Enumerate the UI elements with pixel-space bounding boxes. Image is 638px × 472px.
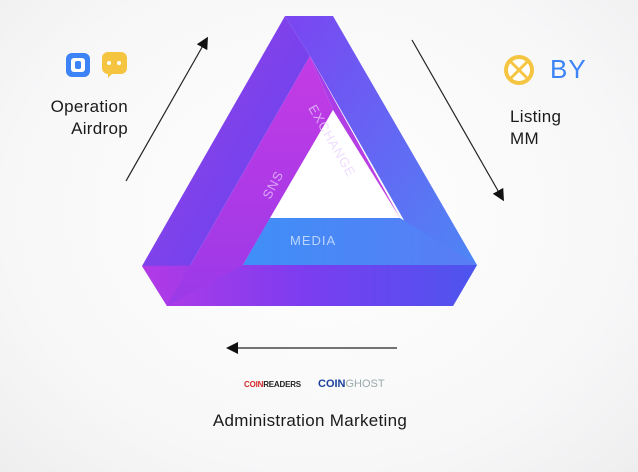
coinghost-logo: COINGHOST xyxy=(318,378,385,390)
listing-mm-label: Listing MM xyxy=(510,106,561,150)
bitcoin-chat-icon xyxy=(66,53,90,77)
arrow-up-left xyxy=(125,36,208,182)
operation-text: Operation xyxy=(50,97,128,116)
mm-text: MM xyxy=(510,129,539,148)
triangle-left-outer-face xyxy=(142,16,310,306)
administration-marketing-label: Administration Marketing xyxy=(212,411,408,430)
arrow-down-right xyxy=(411,39,504,202)
exchange-logo-icon xyxy=(504,55,534,85)
coinreaders-readers-text: READERS xyxy=(263,380,301,389)
coinghost-coin-text: COIN xyxy=(318,378,346,390)
triangle-bottom-face xyxy=(142,265,477,306)
listing-text: Listing xyxy=(510,107,562,126)
triangle-right-outer-face xyxy=(285,16,477,306)
triangle-inner-hole xyxy=(270,110,400,218)
triangle-inner-left-face xyxy=(167,56,333,306)
coinghost-ghost-text: GHOST xyxy=(345,378,385,390)
operation-airdrop-label: Operation Airdrop xyxy=(30,96,128,140)
chat-bubble-icon xyxy=(102,52,127,78)
media-label: MEDIA xyxy=(290,233,336,248)
triangle-inner-right-face xyxy=(310,56,400,218)
coinreaders-coin-text: COIN xyxy=(244,380,264,389)
coinreaders-logo: COINREADERS xyxy=(244,380,301,389)
by-logo-text: BY xyxy=(550,54,587,84)
triangle-media-face xyxy=(243,218,477,265)
airdrop-text: Airdrop xyxy=(71,119,128,138)
